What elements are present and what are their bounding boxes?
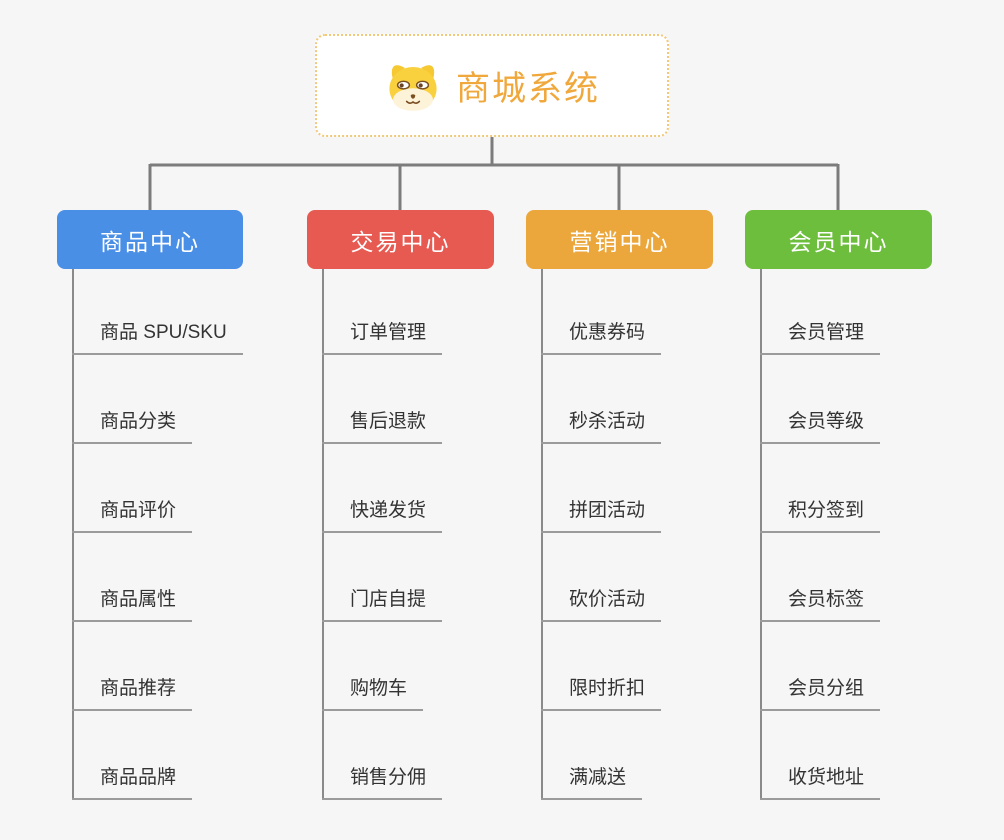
leaf-node[interactable]: 销售分佣 [322, 765, 443, 800]
branch-header-product-center[interactable]: 商品中心 [57, 210, 243, 269]
leaf-node[interactable]: 商品分类 [72, 409, 193, 444]
leaf-node[interactable]: 商品评价 [72, 498, 193, 533]
leaf-node[interactable]: 限时折扣 [541, 676, 662, 711]
leaf-node[interactable]: 积分签到 [760, 498, 881, 533]
leaf-node[interactable]: 收货地址 [760, 765, 881, 800]
leaf-node[interactable]: 优惠券码 [541, 320, 662, 355]
leaf-node[interactable]: 拼团活动 [541, 498, 662, 533]
leaf-node[interactable]: 会员分组 [760, 676, 881, 711]
leaf-node[interactable]: 售后退款 [322, 409, 443, 444]
root-node[interactable]: 商城系统 [315, 34, 669, 137]
leaf-node[interactable]: 砍价活动 [541, 587, 662, 622]
leaf-node[interactable]: 购物车 [322, 676, 424, 711]
branch-label: 商品中心 [100, 228, 200, 255]
leaf-node[interactable]: 商品 SPU/SKU [72, 320, 243, 355]
connector-path [148, 137, 840, 211]
leaf-node[interactable]: 商品推荐 [72, 676, 193, 711]
leaf-node[interactable]: 会员等级 [760, 409, 881, 444]
leaf-node[interactable]: 门店自提 [322, 587, 443, 622]
leaf-node[interactable]: 商品品牌 [72, 765, 193, 800]
leaf-node[interactable]: 会员管理 [760, 320, 881, 355]
branch-label: 会员中心 [788, 228, 889, 255]
leaf-node[interactable]: 订单管理 [322, 320, 443, 355]
leaf-node[interactable]: 会员标签 [760, 587, 881, 622]
root-title: 商城系统 [456, 70, 600, 108]
branch-trunk-line [541, 269, 543, 799]
branch-header-marketing-center[interactable]: 营销中心 [526, 210, 713, 269]
branch-label: 交易中心 [350, 228, 451, 255]
branch-header-trade-center[interactable]: 交易中心 [307, 210, 494, 269]
leaf-node[interactable]: 秒杀活动 [541, 409, 662, 444]
leaf-node[interactable]: 快递发货 [322, 498, 443, 533]
dog-face-icon [389, 64, 437, 111]
branch-trunk-line [72, 269, 74, 799]
branch-header-member-center[interactable]: 会员中心 [745, 210, 932, 269]
leaf-node[interactable]: 满减送 [541, 765, 643, 800]
leaf-node[interactable]: 商品属性 [72, 587, 193, 622]
branch-label: 营销中心 [569, 228, 670, 255]
branch-trunk-line [322, 269, 324, 799]
branch-trunk-line [760, 269, 762, 799]
